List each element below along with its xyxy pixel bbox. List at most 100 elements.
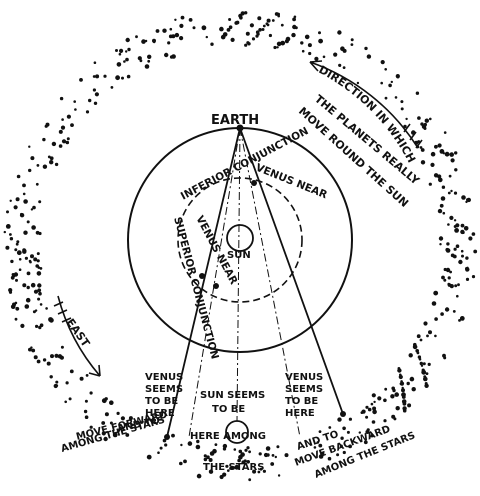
star-dot xyxy=(246,446,250,450)
star-dot xyxy=(16,240,20,244)
star-dot xyxy=(416,334,421,339)
venus-right-1: VENUS xyxy=(285,372,323,383)
star-dot xyxy=(252,469,257,474)
star-dot xyxy=(270,462,275,466)
venus-path-near xyxy=(239,127,301,438)
star-dot xyxy=(412,344,418,350)
star-dot xyxy=(358,431,361,434)
star-dot xyxy=(28,259,32,263)
star-dot xyxy=(79,78,83,82)
star-dot xyxy=(411,387,416,392)
star-dot xyxy=(441,185,446,189)
star-dot xyxy=(159,446,163,450)
star-dot xyxy=(450,189,453,193)
star-dot xyxy=(244,43,248,47)
star-dot xyxy=(23,230,28,235)
star-dot xyxy=(366,54,372,59)
sun-seems-2: TO BE xyxy=(212,404,245,415)
star-dot xyxy=(66,114,71,119)
star-dot xyxy=(25,297,31,303)
star-dot xyxy=(195,444,201,450)
star-dot xyxy=(395,74,400,79)
star-dot xyxy=(126,74,131,79)
star-dot xyxy=(192,26,196,30)
star-dot xyxy=(116,411,120,415)
star-dot xyxy=(460,249,464,253)
star-dot xyxy=(157,451,160,455)
star-dot xyxy=(268,33,272,38)
star-dot xyxy=(18,268,22,272)
star-dot xyxy=(222,447,227,451)
star-dot xyxy=(314,56,319,62)
star-dot xyxy=(422,362,426,366)
star-dot xyxy=(49,160,54,165)
star-dot xyxy=(219,26,224,32)
star-dot xyxy=(292,24,297,30)
star-dot xyxy=(428,182,432,186)
star-dot xyxy=(101,398,107,404)
venus-right-4: HERE xyxy=(285,408,315,419)
star-dot xyxy=(16,250,22,256)
star-dot xyxy=(339,444,343,448)
star-dot xyxy=(423,376,428,382)
star-dot xyxy=(164,443,168,447)
star-dot xyxy=(276,445,280,449)
star-dot xyxy=(424,118,429,123)
east-arrow xyxy=(53,295,101,377)
star-dot xyxy=(54,353,59,358)
star-dot xyxy=(338,63,342,67)
star-dot xyxy=(109,421,113,425)
star-dot xyxy=(471,275,476,279)
star-dot xyxy=(443,131,447,134)
star-dot xyxy=(203,454,207,458)
star-dot xyxy=(38,231,42,236)
star-dot xyxy=(237,458,241,463)
star-dot xyxy=(39,267,43,270)
star-dot xyxy=(45,307,48,310)
star-dot xyxy=(419,338,423,342)
star-dot xyxy=(449,270,452,274)
star-dot xyxy=(31,348,36,353)
star-dot xyxy=(454,168,458,172)
star-dot xyxy=(228,25,233,30)
star-dot xyxy=(164,52,169,58)
star-dot xyxy=(440,312,444,316)
star-dot xyxy=(244,11,248,15)
star-dot xyxy=(455,223,460,228)
star-dot xyxy=(24,256,28,260)
star-dot xyxy=(265,22,269,26)
star-dot xyxy=(240,11,245,16)
star-dot xyxy=(59,96,64,101)
star-dot-left xyxy=(164,434,170,440)
star-dot xyxy=(31,225,36,230)
star-dot xyxy=(350,38,354,42)
star-dot xyxy=(430,162,435,167)
star-dot xyxy=(390,80,393,84)
star-dot xyxy=(456,294,459,298)
star-dot xyxy=(419,146,423,149)
star-dot xyxy=(447,191,451,195)
star-dot xyxy=(399,381,405,386)
star-dot xyxy=(434,317,438,321)
star-dot xyxy=(36,359,41,364)
star-dot xyxy=(14,248,18,252)
star-dot xyxy=(262,469,266,473)
star-dot xyxy=(33,289,39,294)
star-dot xyxy=(65,140,70,145)
star-dot xyxy=(243,459,247,463)
star-dot xyxy=(430,151,436,157)
star-dot xyxy=(15,242,19,246)
star-dot xyxy=(57,354,63,359)
star-dot xyxy=(258,28,262,32)
star-dot xyxy=(88,98,92,103)
star-dot xyxy=(227,469,230,472)
star-dot xyxy=(328,426,332,429)
star-dot xyxy=(383,419,387,423)
star-dot xyxy=(461,231,465,235)
star-dot xyxy=(301,49,305,53)
star-dot xyxy=(420,364,424,367)
star-dot xyxy=(454,228,459,233)
star-dot xyxy=(246,460,250,464)
star-dot xyxy=(187,441,193,446)
star-dot xyxy=(437,143,442,148)
